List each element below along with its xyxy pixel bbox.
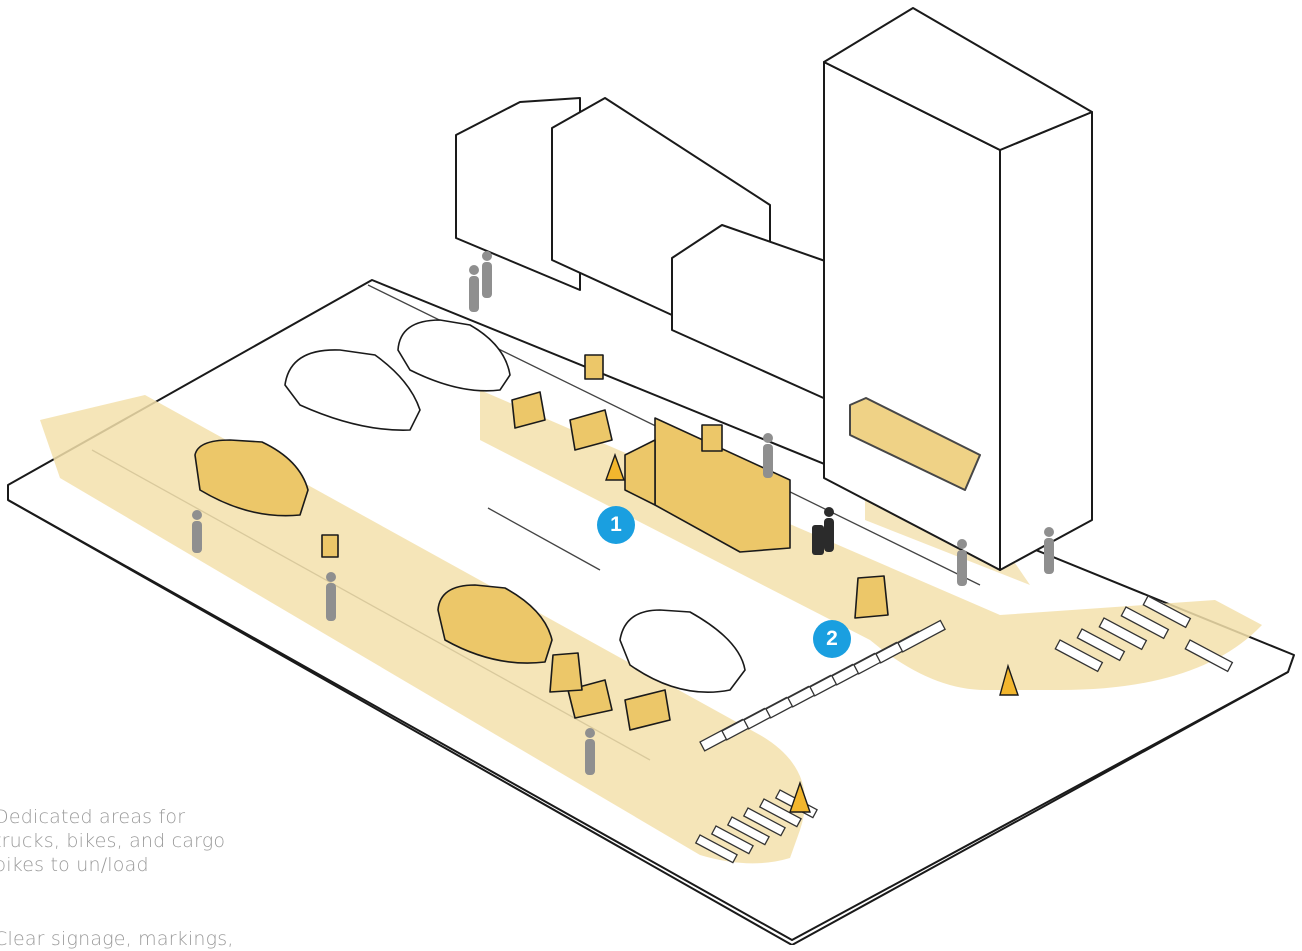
caption-2: Clear signage, markings, [0, 927, 234, 951]
pedestrians [192, 251, 1054, 775]
tower-top [823, 7, 1093, 151]
loading-zone-near [40, 395, 805, 864]
person-2 [326, 572, 336, 621]
person-5 [482, 251, 492, 298]
person-8 [1044, 527, 1054, 574]
loading-zone-far [480, 390, 1262, 690]
car-far-2 [284, 349, 421, 431]
caption-1-line-3: bikes to un/load [0, 854, 149, 876]
yellow-car-middle [437, 584, 553, 664]
person-4 [469, 265, 479, 312]
car-near-1 [619, 609, 746, 693]
barrier-1 [854, 575, 889, 619]
parked-cars [284, 319, 746, 693]
cone-2 [789, 780, 811, 813]
badge-1: 1 [597, 506, 635, 544]
cargo-bike-1 [511, 391, 546, 429]
scooter-2 [624, 689, 671, 731]
caption-1-line-2: trucks, bikes, and cargo [0, 830, 226, 852]
awning [849, 397, 981, 491]
person-worker [812, 507, 834, 555]
sign-post-near [321, 534, 339, 558]
cone-3 [605, 452, 625, 481]
crosswalk-right [1054, 595, 1234, 673]
barrier-2 [549, 652, 583, 693]
yellow-car-left [194, 439, 309, 517]
lane-line [487, 507, 601, 571]
delivery-truck-cab [624, 439, 656, 506]
sign-post-far [584, 354, 604, 380]
scooter-1 [569, 409, 613, 451]
platform-edge [7, 499, 1289, 945]
person-3 [585, 728, 595, 775]
car-far-1 [397, 319, 511, 392]
truck-sign [701, 424, 723, 452]
person-7 [957, 539, 967, 586]
tower-side [999, 111, 1093, 571]
caption-1: Dedicated areas for trucks, bikes, and c… [0, 805, 225, 877]
caption-2-line-1: Clear signage, markings, [0, 928, 234, 950]
crosswalk-main [699, 619, 946, 752]
badge-2: 2 [813, 620, 851, 658]
buildings [455, 7, 1093, 571]
building-low [671, 224, 829, 401]
person-1 [192, 510, 202, 553]
person-6 [763, 433, 773, 478]
highlighted-vehicles [194, 354, 889, 731]
caption-1-line-1: Dedicated areas for [0, 806, 186, 828]
cone-1 [999, 663, 1019, 696]
traffic-cones [605, 452, 1019, 813]
